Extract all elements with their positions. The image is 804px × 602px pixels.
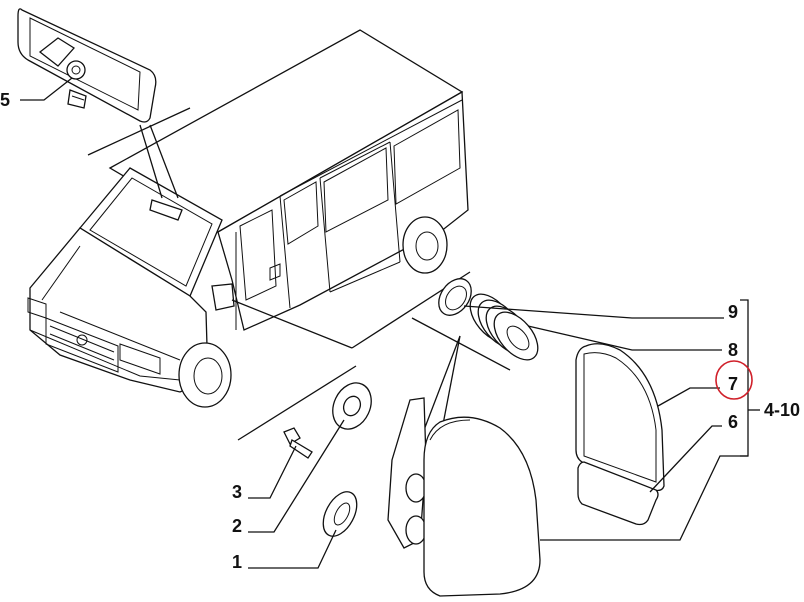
- callout-6: 6: [728, 412, 738, 432]
- part-9-ring-drawing: [438, 278, 472, 316]
- callout-2: 2: [232, 516, 242, 536]
- callout-7: 7: [728, 374, 738, 394]
- lower-mirror-glass-drawing: [577, 461, 659, 526]
- callout-5: 5: [0, 90, 10, 110]
- exterior-mirror-drawing: [387, 397, 541, 597]
- part-8-bellows-drawing: [469, 293, 539, 361]
- part-2-washer-drawing: [332, 382, 372, 430]
- callout-3: 3: [232, 482, 242, 502]
- van-drawing: [27, 29, 469, 408]
- callout-1: 1: [232, 552, 242, 572]
- callout-9: 9: [728, 302, 738, 322]
- callout-7-highlight-circle: [715, 360, 753, 400]
- callout-leaders: [20, 77, 760, 569]
- callout-4-10: 4-10: [764, 400, 800, 420]
- callout-8: 8: [728, 340, 738, 360]
- mirror-glass-drawing: [575, 343, 665, 492]
- rearview-mirror-drawing: [17, 8, 157, 123]
- part-1-ring-drawing: [322, 491, 358, 537]
- part-3-screw-drawing: [283, 427, 313, 459]
- callout-labels: 5 9 8 7 6 4-10 3 2 1: [0, 90, 800, 572]
